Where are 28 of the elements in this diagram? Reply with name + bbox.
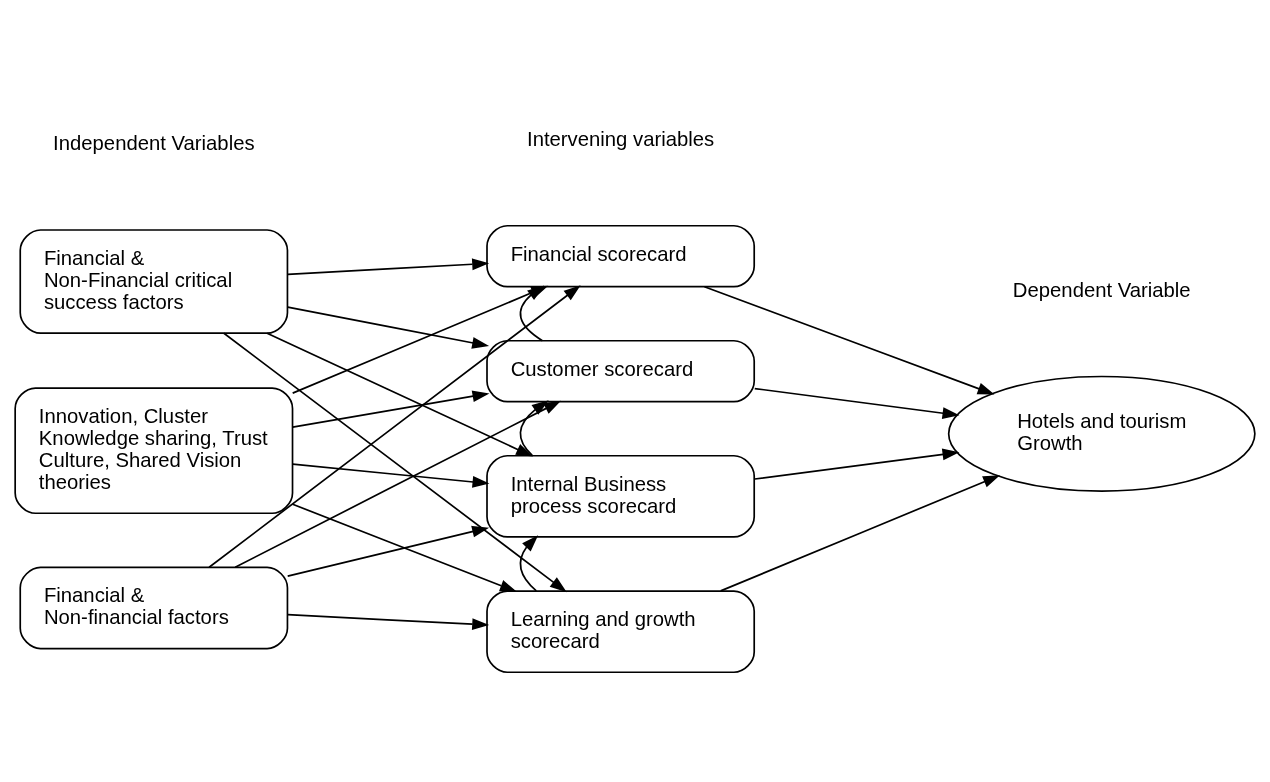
arrow [519, 534, 539, 592]
arrow [519, 399, 549, 456]
arrow [223, 331, 567, 592]
node-box: Financial & Non-financial factors [19, 566, 289, 649]
node-box: Internal Business process scorecard [486, 454, 756, 538]
arrow [753, 448, 960, 480]
arrow [286, 257, 490, 275]
arrow [266, 331, 534, 457]
node-ellipse: Hotels and tourism Growth [947, 375, 1256, 492]
arrow [291, 502, 517, 592]
arrow [234, 400, 561, 568]
node-box: Financial & Non-Financial critical success factors [19, 228, 289, 334]
label: Intervening variables [527, 127, 715, 150]
arrow [753, 387, 960, 419]
node-box: Innovation, Cluster Knowledge sharing, Trust Culture, Shared Vision theories [14, 386, 294, 514]
label: Independent Variables [53, 131, 255, 154]
arrow [291, 462, 490, 488]
arrow [291, 389, 490, 428]
node-box: Customer scorecard [486, 339, 756, 402]
node-box: Learning and growth scorecard [486, 589, 756, 673]
label: Dependent Variable [1012, 278, 1191, 301]
arrow [286, 525, 490, 577]
arrow [519, 284, 545, 341]
node-box: Financial scorecard [486, 224, 756, 287]
arrow [719, 474, 1001, 592]
arrow [286, 613, 490, 630]
arrow [286, 305, 490, 349]
arrow [703, 285, 995, 395]
